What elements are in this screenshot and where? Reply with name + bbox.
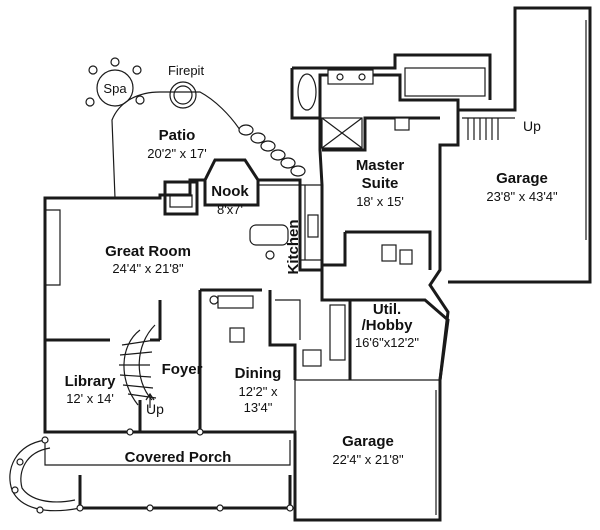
dining-dim2: 13'4": [244, 400, 273, 415]
bathtub-icon: [297, 73, 317, 111]
spa-icon: [96, 69, 134, 107]
covered-porch-name: Covered Porch: [125, 449, 232, 466]
range-icon: [307, 214, 319, 238]
master-suite-dim: 18' x 15': [356, 194, 404, 209]
nook-name: Nook: [211, 183, 249, 200]
master-suite-name: Master: [356, 157, 405, 174]
great-room-name: Great Room: [105, 243, 191, 260]
patio-area: [85, 57, 306, 216]
foyer-staircase: [119, 324, 157, 408]
util-hobby-dim: 16'6"x12'2": [355, 335, 419, 350]
util-hobby-name: Util.: [373, 301, 401, 318]
master-suite-name2: Suite: [362, 175, 399, 192]
covered-porch: [9, 428, 294, 514]
interior-walls: [45, 116, 450, 432]
nook-dim: 8'x7': [217, 202, 243, 217]
patio-pavers: [238, 124, 306, 177]
garage-right-dim: 23'8" x 43'4": [486, 189, 558, 204]
patio-dim: 20'2" x 17': [147, 146, 206, 161]
foyer-up-label: Up: [146, 401, 164, 417]
kitchen-name: Kitchen: [285, 219, 302, 274]
kitchen-island: [249, 224, 289, 246]
firepit-label: Firepit: [168, 63, 205, 78]
firepit-icon: [169, 81, 197, 109]
garage-up-label: Up: [523, 118, 541, 134]
library-name: Library: [65, 373, 117, 390]
room-labels: Spa Firepit Patio 20'2" x 17' Master Sui…: [65, 63, 558, 467]
patio-name: Patio: [159, 127, 196, 144]
util-hobby-name2: /Hobby: [362, 317, 413, 334]
garage-bottom-dim: 22'4" x 21'8": [332, 452, 404, 467]
great-room-dim: 24'4" x 21'8": [112, 261, 184, 276]
fixtures: [209, 67, 515, 367]
foyer-name: Foyer: [162, 361, 203, 378]
garage-right-name: Garage: [496, 170, 548, 187]
dining-dim: 12'2" x: [239, 384, 278, 399]
patio-fireplace-icon: [163, 180, 199, 216]
library-dim: 12' x 14': [66, 391, 114, 406]
dining-name: Dining: [235, 365, 282, 382]
garage-bottom-name: Garage: [342, 433, 394, 450]
spa-label: Spa: [103, 81, 127, 96]
